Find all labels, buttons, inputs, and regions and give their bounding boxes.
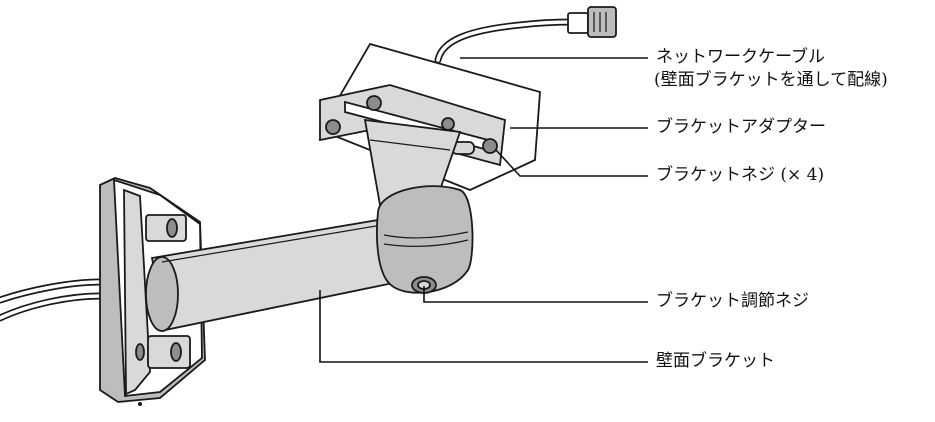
callout-bracket-screws: ブラケットネジ (× 4) bbox=[656, 165, 825, 185]
leader-wall-bracket bbox=[319, 290, 648, 363]
callout-wall-bracket: 壁面ブラケット bbox=[656, 351, 775, 371]
leader-bracket-screws bbox=[495, 149, 648, 177]
bracket-arm bbox=[145, 216, 399, 332]
swivel-ball bbox=[375, 185, 474, 294]
callout-network-cable-note: (壁面ブラケットを通して配線) bbox=[654, 70, 888, 90]
callout-network-cable: ネットワークケーブル bbox=[656, 47, 825, 67]
leader-adjust-screw bbox=[423, 286, 648, 303]
network-cable bbox=[434, 6, 617, 64]
callout-bracket-adjust-screw: ブラケット調節ネジ bbox=[656, 291, 809, 311]
leader-lines bbox=[319, 57, 648, 363]
callout-bracket-adapter: ブラケットアダプター bbox=[656, 117, 826, 137]
lower-cable bbox=[0, 278, 104, 322]
